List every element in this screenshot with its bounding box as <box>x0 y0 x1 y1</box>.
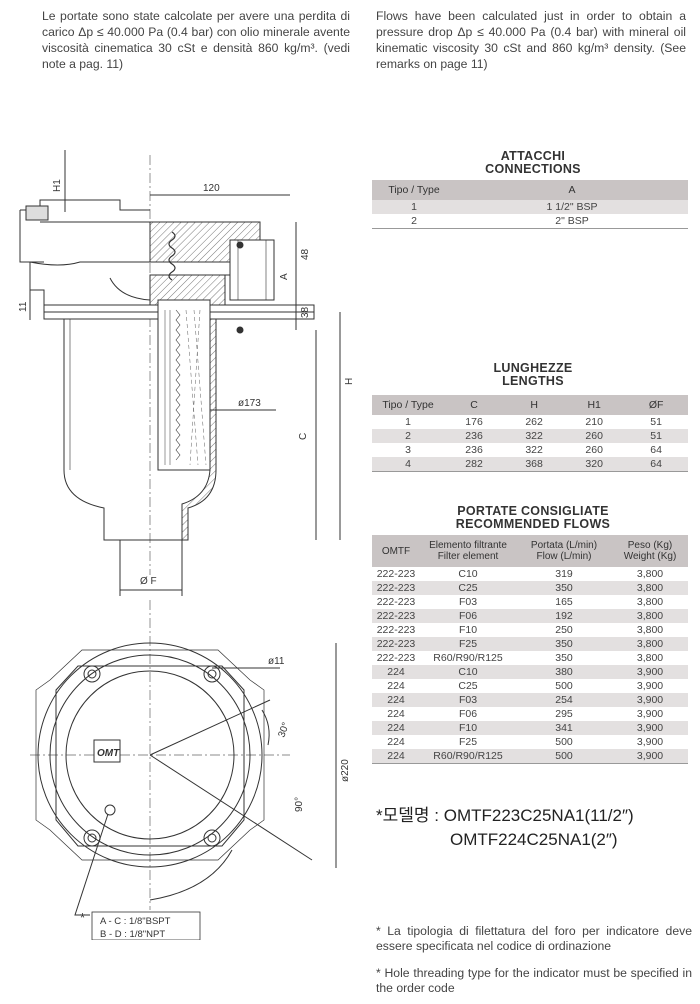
model-name-1: OMTF223C25NA1(11/2″) <box>443 806 634 825</box>
note-italian: * La tipologia di filettatura del foro p… <box>376 924 692 953</box>
model-name-prefix: *모델명 : <box>376 806 444 825</box>
label-30: 30° <box>276 721 292 739</box>
connections-header-type: Tipo / Type <box>372 180 456 200</box>
side-view: H1 120 48 A 38 11 H C ø173 Ø F <box>18 150 355 596</box>
asterisk-mark: * <box>80 910 85 925</box>
connections-title: ATTACCHI CONNECTIONS <box>485 149 581 176</box>
flows-header-element: Elemento filtrante Filter element <box>420 535 516 567</box>
label-c: C <box>298 433 309 440</box>
label-a: A <box>279 273 290 280</box>
connections-header-a: A <box>456 180 688 200</box>
flows-header-weight: Peso (Kg) Weight (Kg) <box>612 535 688 567</box>
note-english: * Hole threading type for the indicator … <box>376 966 692 995</box>
flows-table: OMTF Elemento filtrante Filter element P… <box>372 535 688 764</box>
legend-line-1: A - C : 1/8"BSPT <box>100 916 171 927</box>
label-11: 11 <box>18 301 29 312</box>
model-name-line-1: *모델명 : OMTF223C25NA1(11/2″) <box>376 806 634 826</box>
flows-header-flow: Portata (L/min) Flow (L/min) <box>516 535 612 567</box>
top-view: OMT ø11 30° 90° ø220 * A - C : 1/8"BSPT … <box>30 600 351 940</box>
label-dia11: ø11 <box>268 656 285 667</box>
label-90: 90° <box>294 797 305 812</box>
connections-table: Tipo / Type A 1 1 1/2" BSP 2 2" BSP <box>372 180 688 229</box>
table-row: 1 1 1/2" BSP <box>372 200 688 214</box>
label-48: 48 <box>300 248 311 260</box>
label-h1: H1 <box>52 179 63 192</box>
table-row: 2 2" BSP <box>372 214 688 229</box>
lengths-title: LUNGHEZZE LENGTHS <box>493 361 573 388</box>
filter-technical-drawing: H1 120 48 A 38 11 H C ø173 Ø F <box>18 150 355 940</box>
label-h: H <box>344 378 355 385</box>
label-dia173: ø173 <box>238 398 261 409</box>
flows-title: PORTATE CONSIGLIATE RECOMMENDED FLOWS <box>455 504 611 531</box>
label-phi-f: Ø F <box>140 576 157 587</box>
legend-line-2: B - D : 1/8"NPT <box>100 929 165 940</box>
label-38: 38 <box>300 306 311 318</box>
omt-logo-icon: OMT <box>97 748 120 759</box>
model-name-2: OMTF224C25NA1(2″) <box>450 830 618 849</box>
label-120: 120 <box>203 183 220 194</box>
label-dia220: ø220 <box>340 759 351 782</box>
intro-english: Flows have been calculated just in order… <box>376 9 686 71</box>
intro-italian: Le portate sono state calcolate per aver… <box>42 9 350 71</box>
